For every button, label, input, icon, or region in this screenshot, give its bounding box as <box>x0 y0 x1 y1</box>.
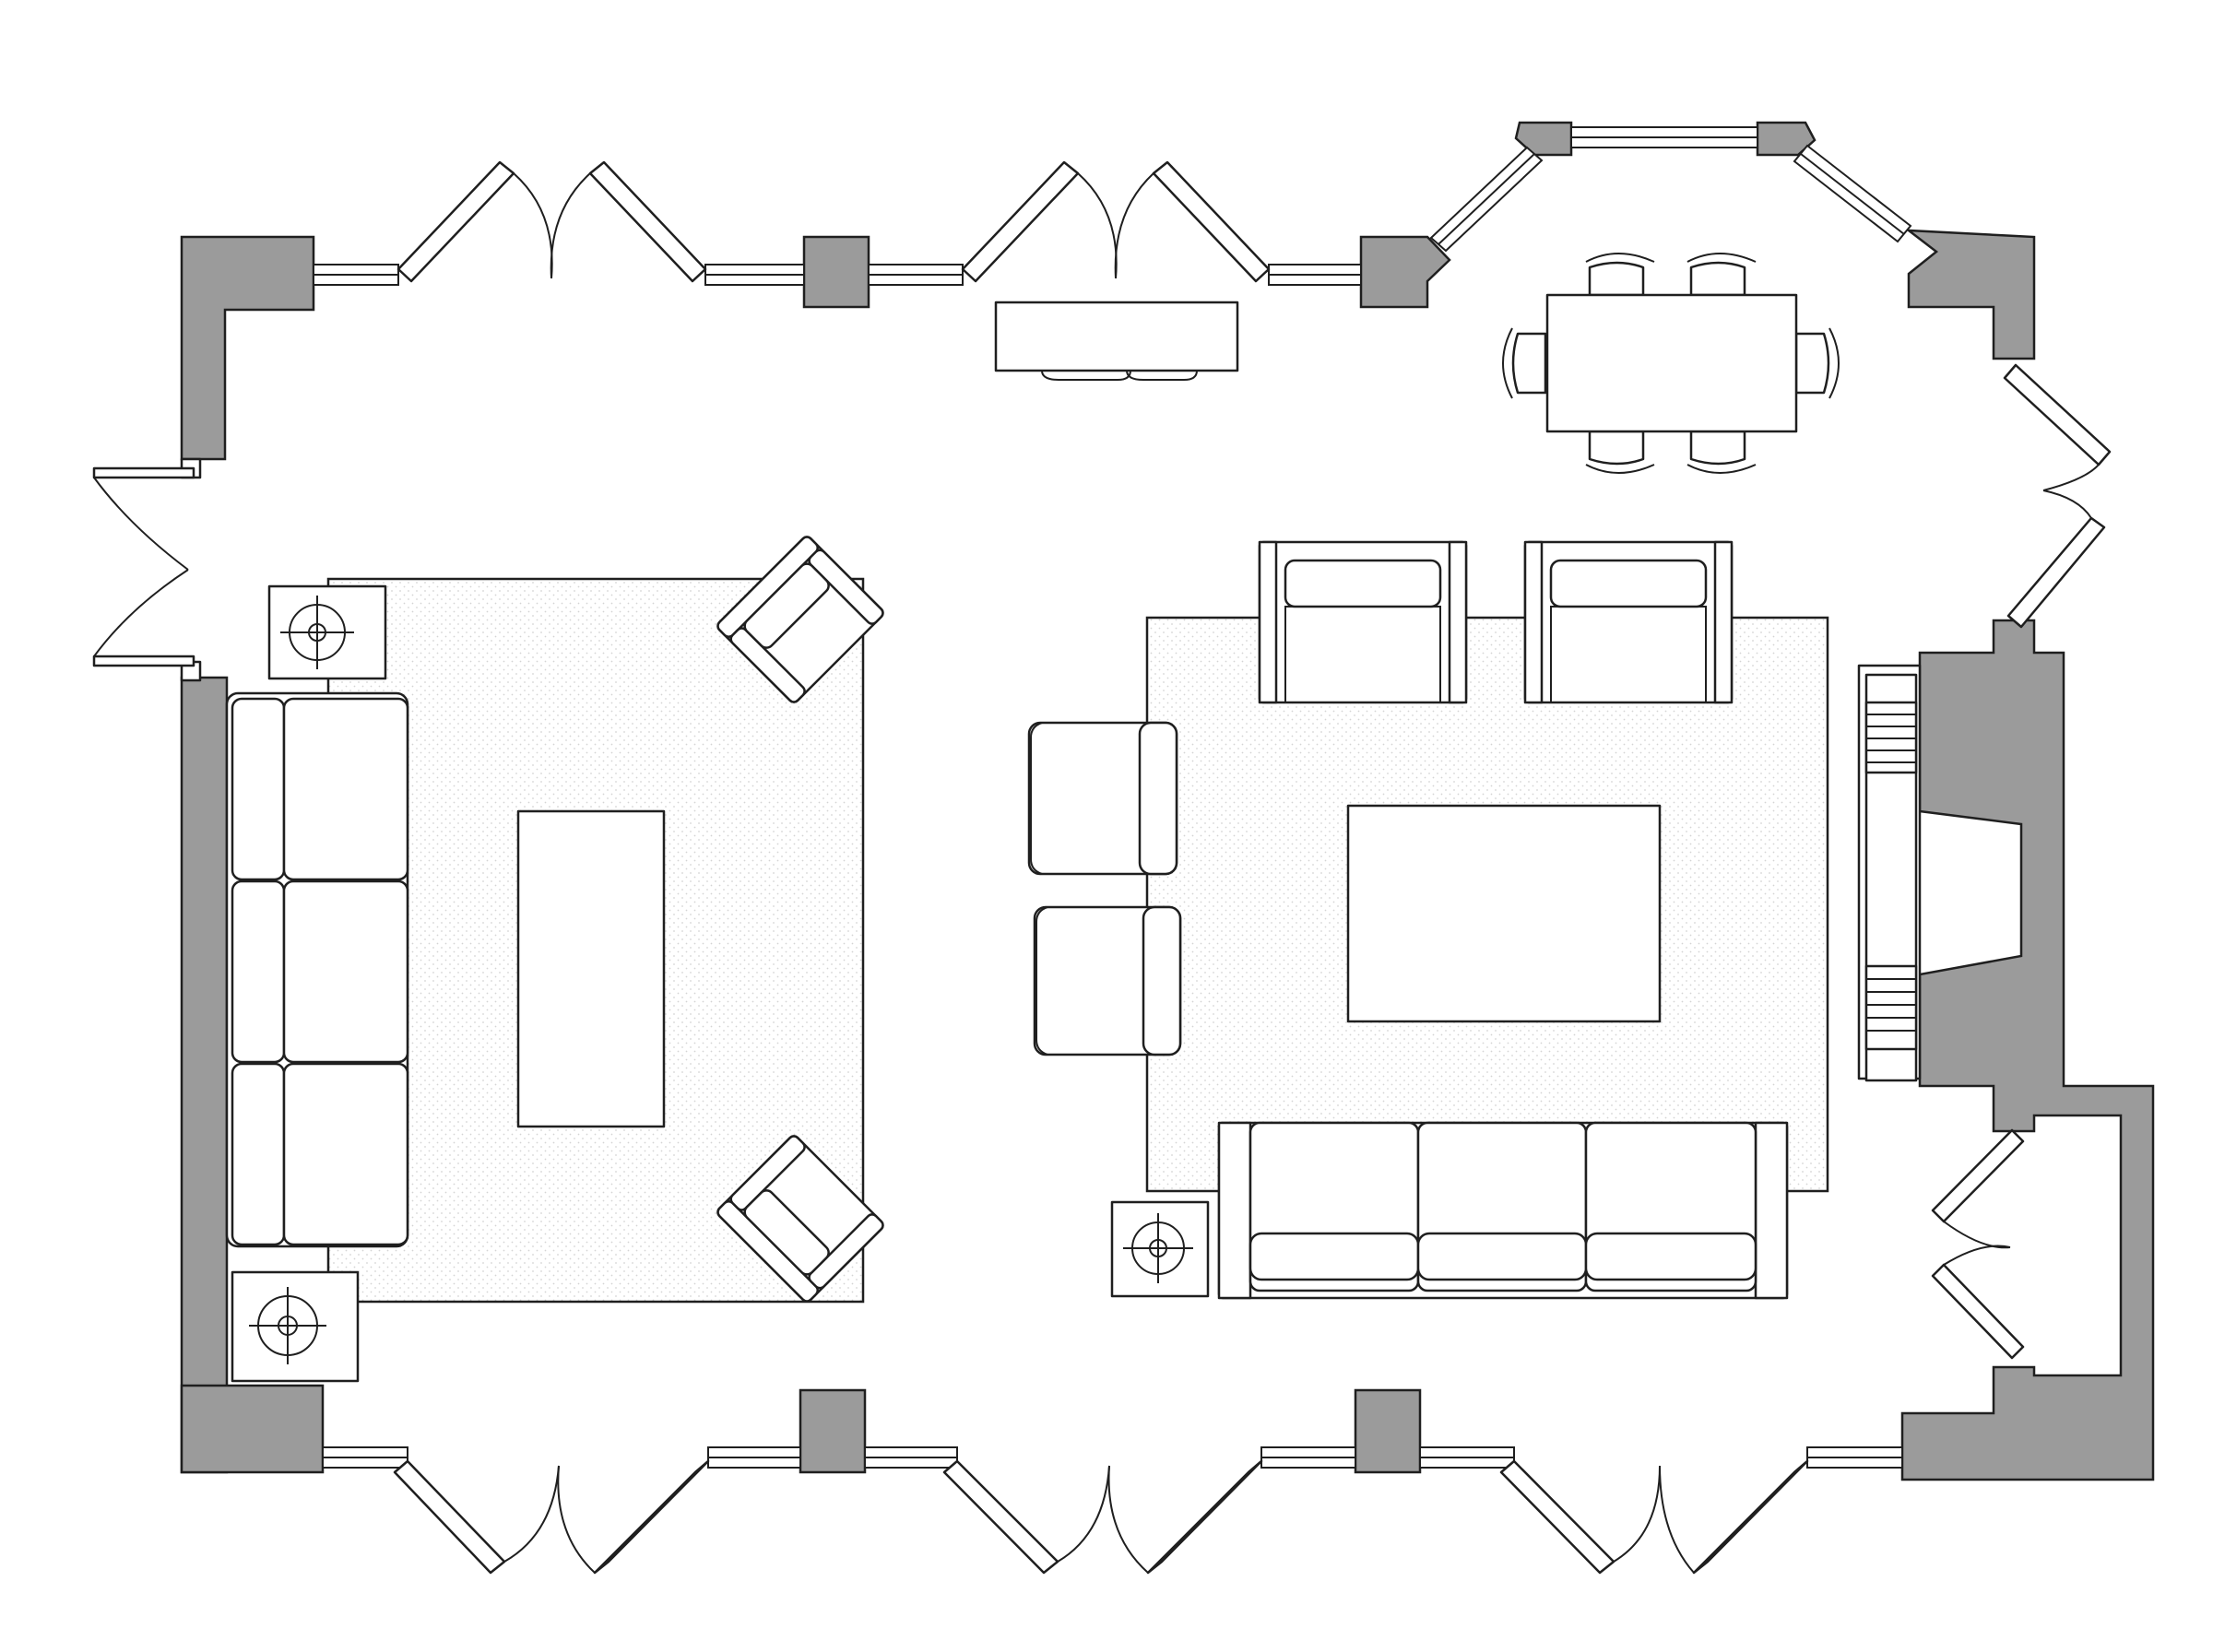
window-top-2 <box>704 264 805 286</box>
window-bottom-4 <box>1260 1446 1356 1469</box>
bookshelf-upper <box>1864 701 1918 774</box>
window-bottom-3 <box>864 1446 958 1469</box>
doors <box>92 160 2112 1575</box>
dining-chair <box>1502 327 1547 399</box>
window-top-1 <box>313 264 399 286</box>
window-bottom-5 <box>1419 1446 1515 1469</box>
walls <box>180 121 2155 1481</box>
bookshelf-lower <box>1864 964 1918 1051</box>
french-door-bottom-right <box>1499 1459 1809 1575</box>
french-door-bottom-left <box>393 1459 710 1575</box>
coffee-table-left <box>516 809 666 1128</box>
armchair-right-left-2 <box>1033 905 1182 1056</box>
window-top-3 <box>868 264 964 286</box>
window-top-4 <box>1268 264 1362 286</box>
french-door-left-wall <box>92 457 202 682</box>
french-door-top-center <box>961 160 1271 283</box>
side-table-lamp-left-bottom <box>231 1270 360 1383</box>
wall-pier-bottom-1 <box>799 1388 867 1474</box>
dining-chair <box>1585 253 1655 297</box>
wall-pier-top-2 <box>1359 235 1451 309</box>
dining-chair <box>1585 430 1655 474</box>
french-door-right-upper <box>2003 363 2112 629</box>
armchair-left-bottom <box>716 1135 884 1303</box>
window-bottom-1 <box>322 1446 408 1469</box>
armchair-right-top-1 <box>1258 540 1468 704</box>
french-door-top-left <box>396 160 707 283</box>
coffee-table-right <box>1346 804 1662 1023</box>
window-bottom-6 <box>1806 1446 1903 1469</box>
bay-wall-seg-left <box>1514 121 1573 157</box>
window-bay-center <box>1570 126 1758 148</box>
dining-table <box>1545 293 1798 433</box>
window-bay-left <box>1429 146 1544 253</box>
window-bottom-2 <box>707 1446 801 1469</box>
wall-corner-top-left <box>180 235 315 461</box>
wall-corner-bottom-left <box>180 1384 325 1474</box>
armchair-right-left-1 <box>1027 721 1178 876</box>
sofa-right <box>1217 1121 1789 1300</box>
french-door-bottom-center <box>942 1459 1263 1575</box>
side-table-lamp-right <box>1110 1200 1210 1298</box>
wall-chimney-breast <box>1900 619 2155 1481</box>
armchair-right-top-2 <box>1523 540 1734 704</box>
windows <box>313 126 1912 1469</box>
french-door-right-lower <box>1931 1128 2025 1360</box>
dining-chair <box>1794 327 1840 399</box>
window-bay-right <box>1793 144 1912 243</box>
console-table <box>994 301 1239 381</box>
armchair-left-top <box>716 536 884 703</box>
dining-chair <box>1686 253 1757 297</box>
wall-pier-bottom-2 <box>1354 1388 1422 1474</box>
side-table-lamp-left-top <box>267 584 387 680</box>
wall-pier-top-1 <box>802 235 870 309</box>
wall-corner-top-right <box>1905 229 2036 360</box>
sofa-left <box>225 691 409 1248</box>
dining-chair <box>1686 430 1757 474</box>
dining-set <box>1502 253 1840 474</box>
wall-left-long <box>180 676 229 1474</box>
